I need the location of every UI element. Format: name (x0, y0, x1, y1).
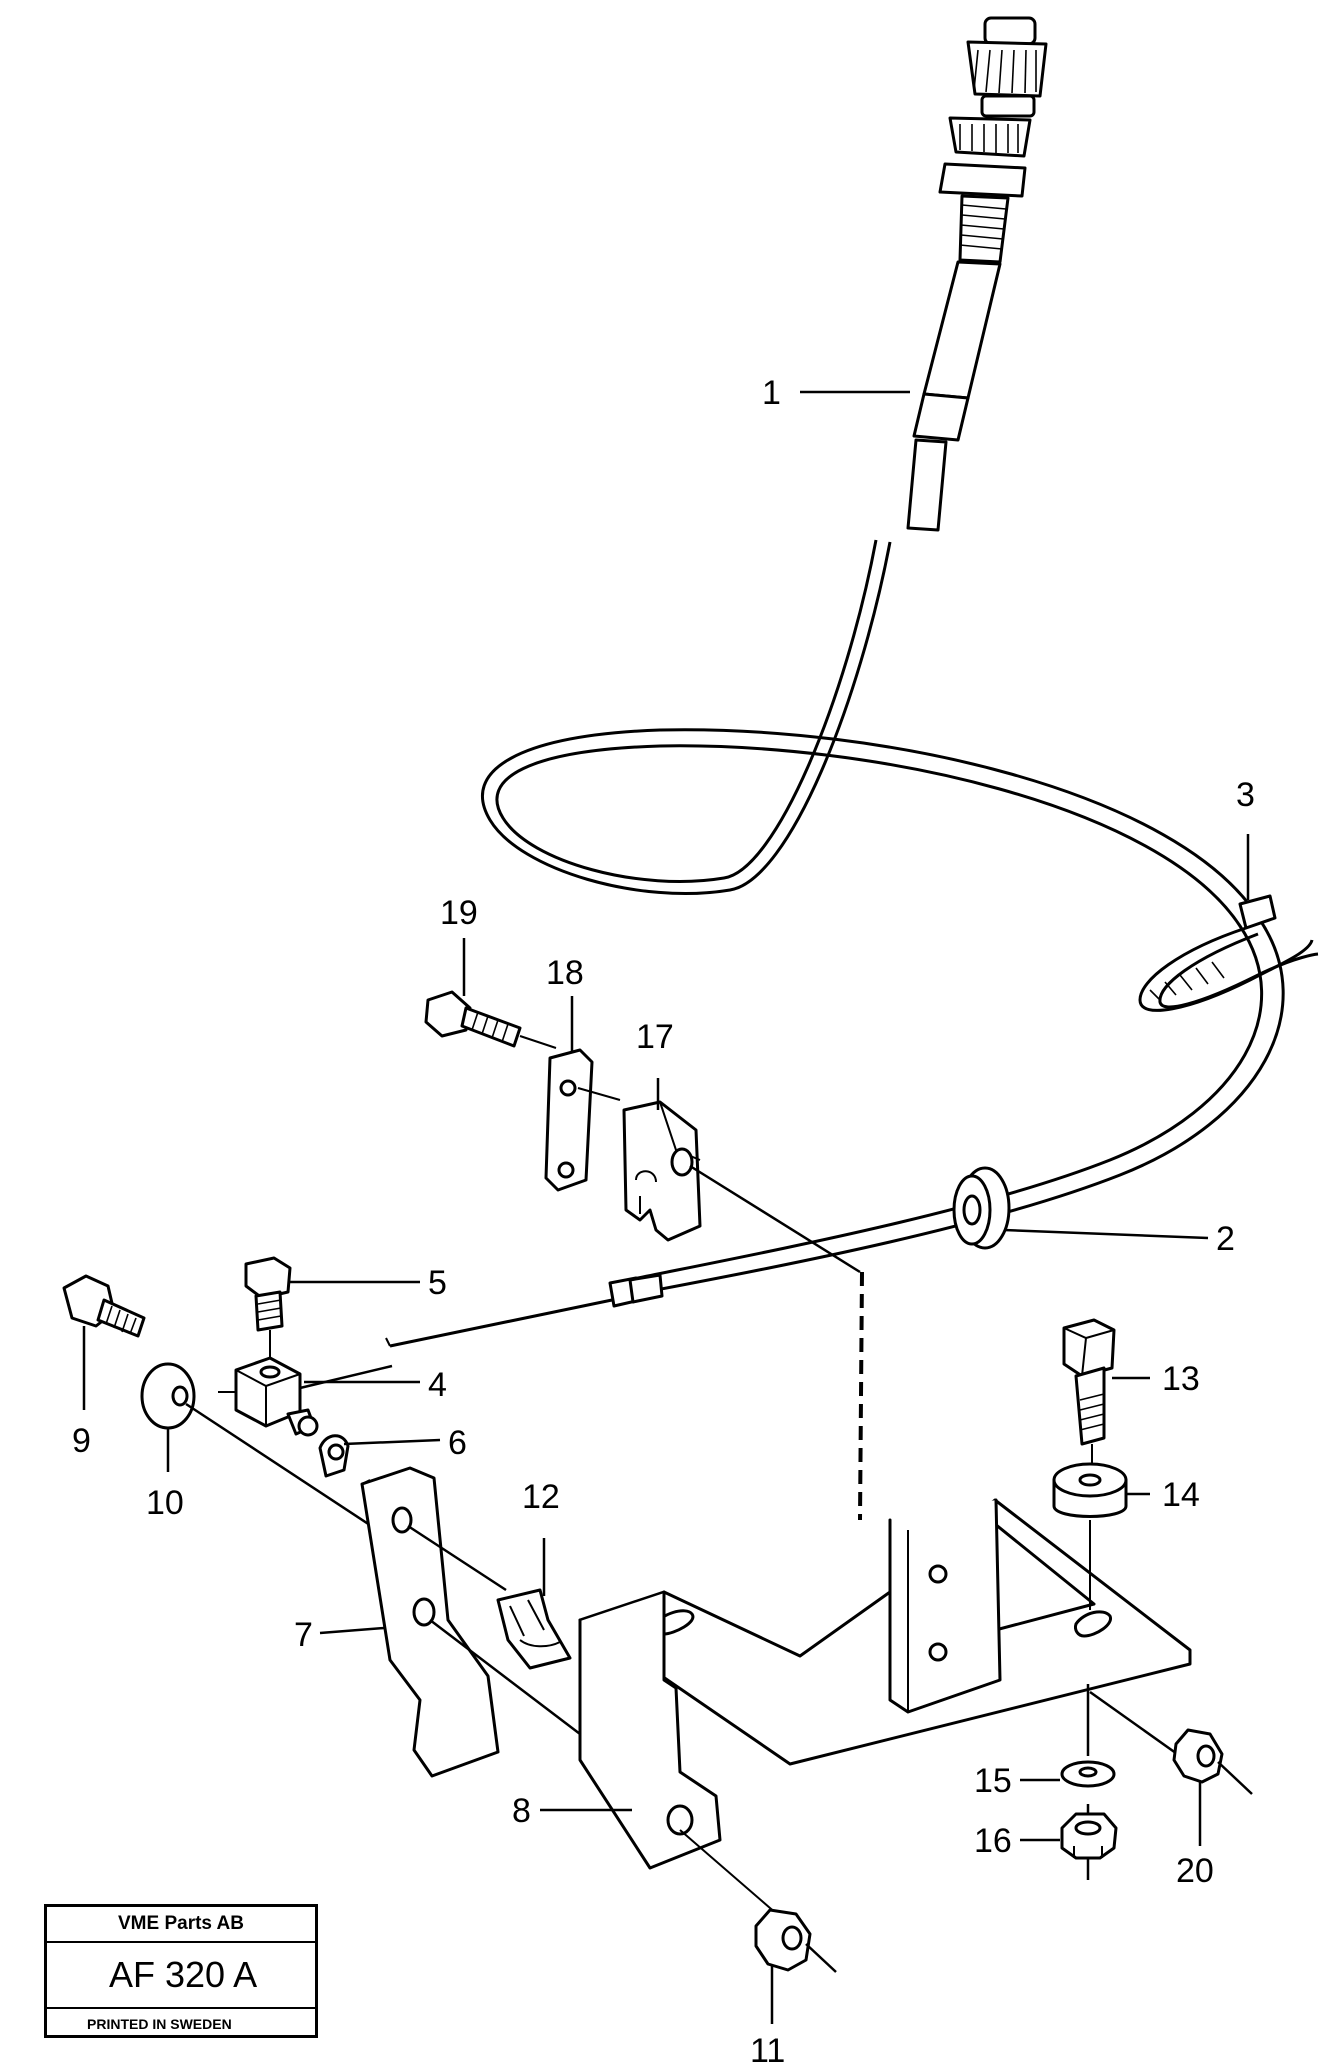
spring-clip-12 (496, 1588, 572, 1670)
bolt-9 (62, 1274, 146, 1338)
callouts: 1 2 3 4 5 6 7 8 9 10 11 12 13 14 15 16 1… (72, 374, 1255, 2070)
title-block-printed: PRINTED IN SWEDEN (87, 2016, 232, 2032)
callout-6: 6 (448, 1424, 467, 1462)
callout-19: 19 (440, 894, 478, 932)
control-cable-head (906, 16, 1048, 532)
callout-2: 2 (1216, 1220, 1235, 1258)
callout-3: 3 (1236, 776, 1255, 814)
callout-18: 18 (546, 954, 584, 992)
cable-grommet (952, 1166, 1011, 1250)
callout-12: 12 (522, 1478, 560, 1516)
callout-14: 14 (1162, 1476, 1200, 1514)
nut-16 (1060, 1812, 1118, 1860)
callout-9: 9 (72, 1422, 91, 1460)
washer-15 (1060, 1760, 1116, 1788)
title-block-code: AF 320 A (47, 1943, 315, 2009)
washer-10 (140, 1362, 421, 1560)
callout-7: 7 (294, 1616, 313, 1654)
clamp-plate-18 (544, 1048, 621, 1192)
cable-clamp-17 (622, 1100, 702, 1242)
nut-20 (1172, 1728, 1253, 1795)
callout-5: 5 (428, 1264, 447, 1302)
bolt-5 (244, 1256, 292, 1372)
cable-tie (1138, 894, 1319, 1012)
connector-block-4 (218, 1356, 393, 1437)
callout-16: 16 (974, 1822, 1012, 1860)
callout-10: 10 (146, 1484, 184, 1522)
mounting-bracket-8 (578, 1498, 1192, 1935)
lever-plate-7 (360, 1466, 581, 1778)
bolt-13 (1062, 1318, 1116, 1470)
callout-1: 1 (762, 374, 781, 412)
clip-6 (318, 1434, 350, 1478)
spacer-14 (1052, 1462, 1128, 1610)
callout-15: 15 (974, 1762, 1012, 1800)
cable-sheath (385, 539, 1285, 1348)
callout-4: 4 (428, 1366, 447, 1404)
callout-13: 13 (1162, 1360, 1200, 1398)
title-block-company: VME Parts AB (47, 1907, 315, 1943)
callout-11: 11 (750, 2032, 785, 2070)
bolt-19 (424, 990, 557, 1049)
nut-11 (754, 1908, 837, 1973)
callout-8: 8 (512, 1792, 531, 1830)
callout-17: 17 (636, 1018, 674, 1056)
callout-20: 20 (1176, 1852, 1214, 1890)
title-block: VME Parts AB AF 320 A PRINTED IN SWEDEN (44, 1904, 318, 2038)
leader-lines (82, 390, 1250, 2024)
